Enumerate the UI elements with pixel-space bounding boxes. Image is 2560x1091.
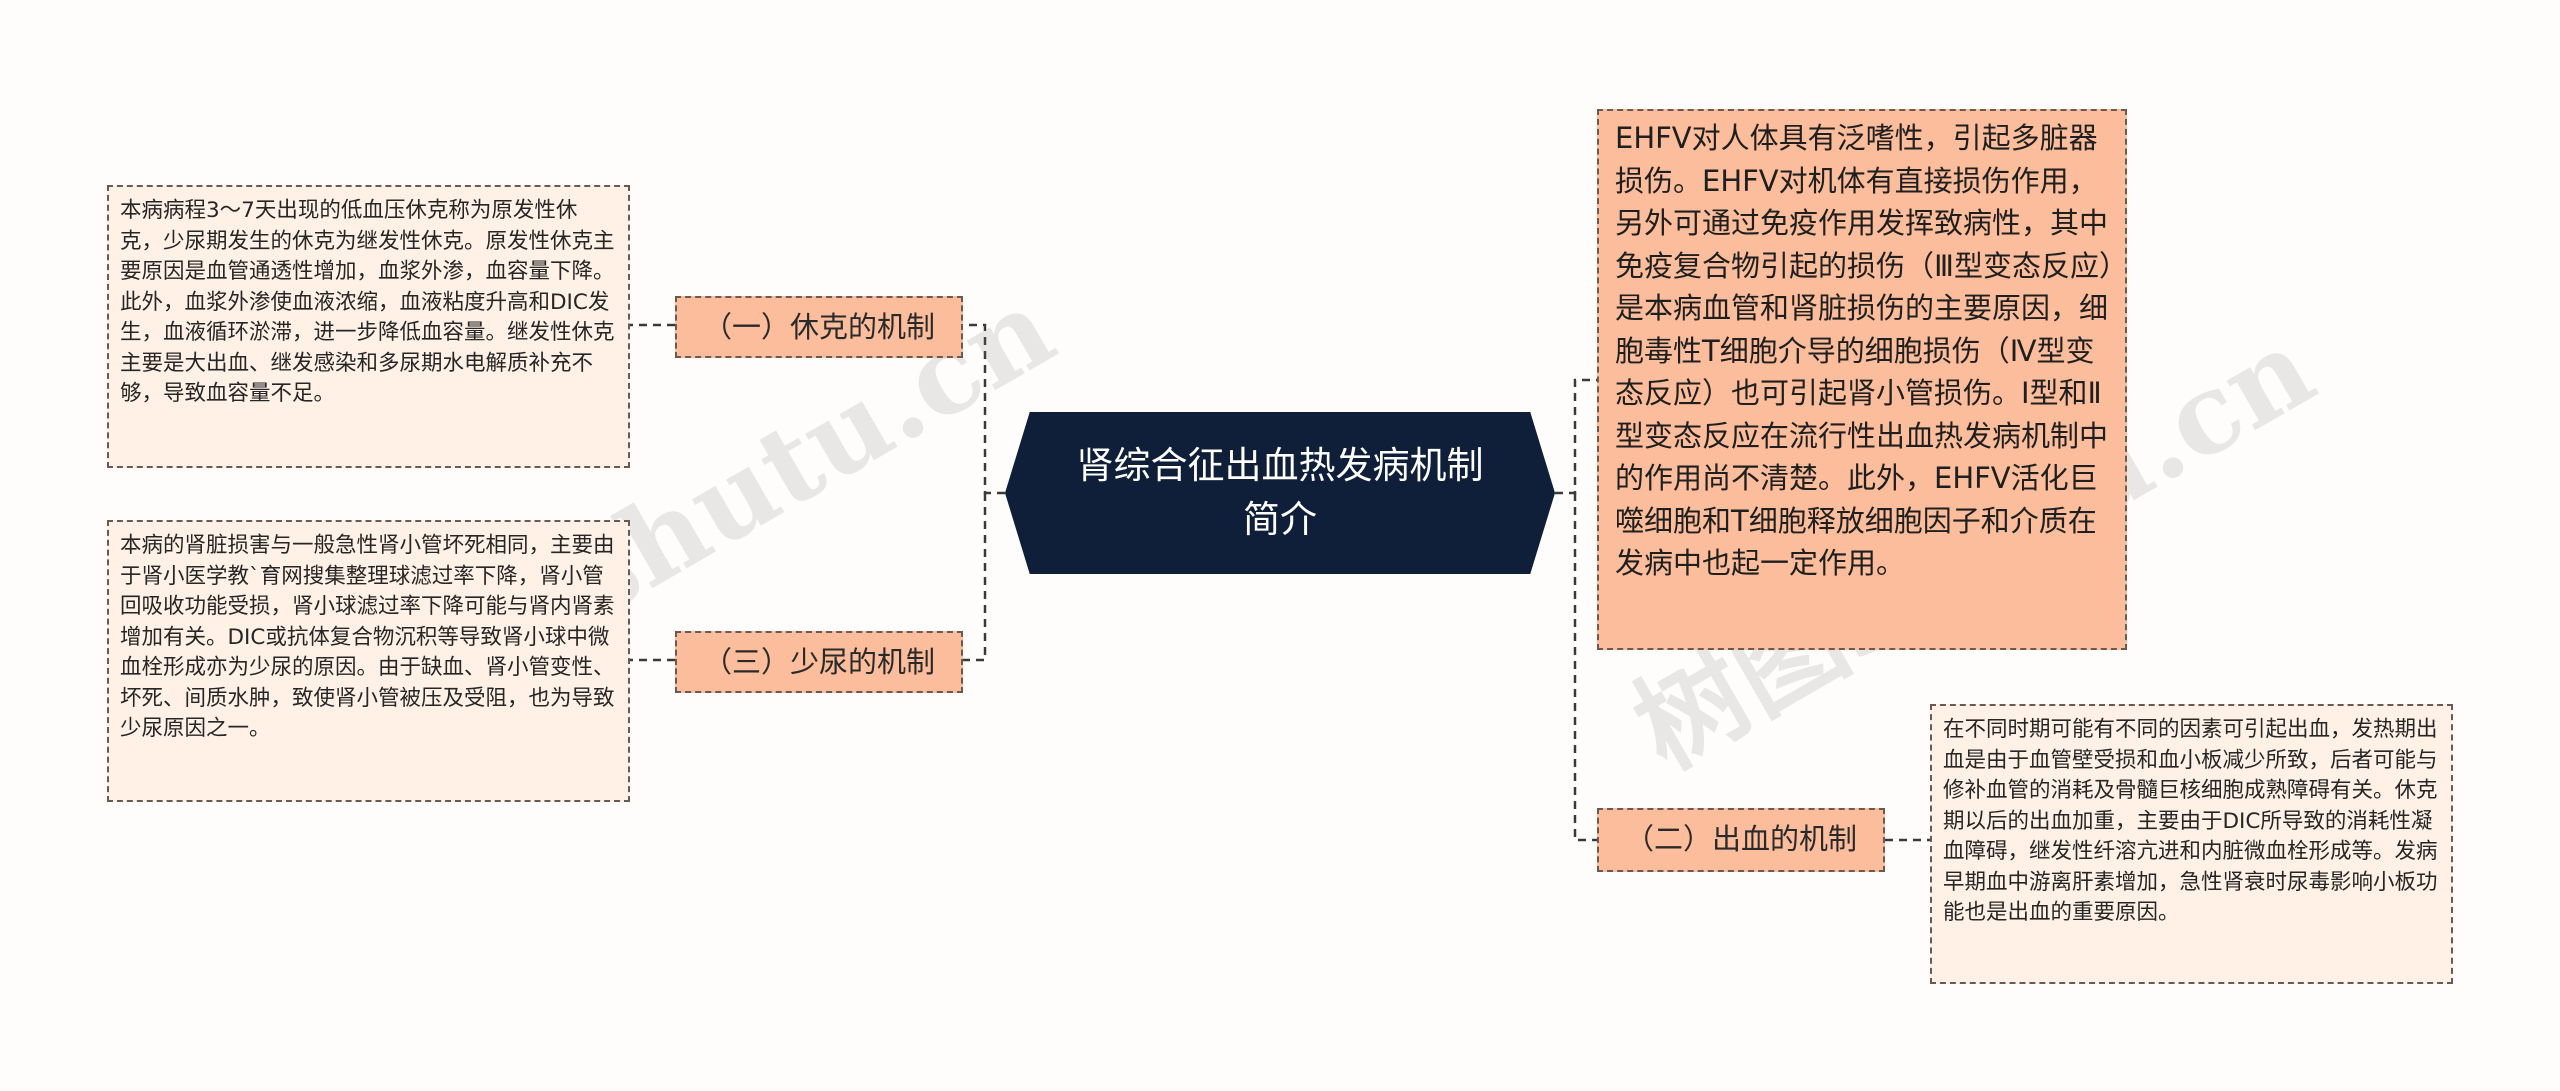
central-topic-shape (1005, 412, 1555, 574)
connector-central-shock (963, 323, 1005, 495)
central-topic-title: 肾综合征出血热发病机制 简介 (1076, 444, 1484, 541)
detail-bleeding-mechanism[interactable]: 在不同时期可能有不同的因素可引起出血，发热期出血是由于血管壁受损和血小板减少所致… (1930, 704, 2453, 984)
detail-ehfv-injury[interactable]: EHFV对人体具有泛嗜性，引起多脏器损伤。EHFV对机体有直接损伤作用，另外可通… (1597, 109, 2127, 650)
connector-central-bleeding (1573, 493, 1597, 842)
connector-central-oliguria (963, 493, 987, 662)
branch-oliguria-mechanism[interactable]: （三）少尿的机制 (675, 631, 963, 693)
branch-bleeding-mechanism[interactable]: （二）出血的机制 (1597, 808, 1885, 872)
detail-oliguria-mechanism[interactable]: 本病的肾脏损害与一般急性肾小管坏死相同，主要由于肾小医学教`育网搜集整理球滤过率… (107, 520, 630, 802)
central-topic[interactable]: 肾综合征出血热发病机制 简介 (1005, 412, 1555, 574)
branch-shock-mechanism[interactable]: （一）休克的机制 (675, 296, 963, 358)
detail-shock-mechanism[interactable]: 本病病程3～7天出现的低血压休克称为原发性休克，少尿期发生的休克为继发性休克。原… (107, 185, 630, 468)
connector-central-ehfv (1555, 378, 1597, 495)
